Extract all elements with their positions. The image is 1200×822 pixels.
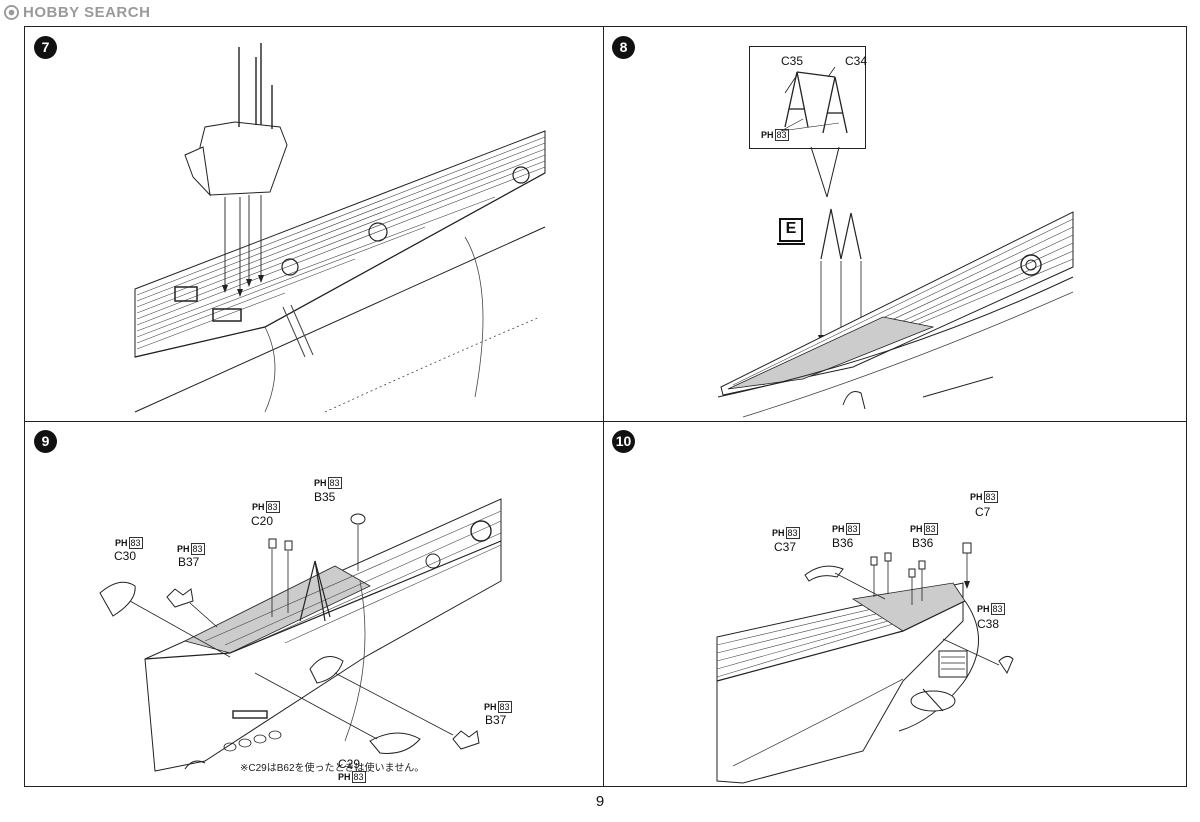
step-9-illustration	[99, 498, 502, 772]
part-label-c7: C7	[975, 505, 991, 519]
part-label-b35: B35	[314, 490, 336, 504]
step-8-illustration	[717, 66, 1074, 418]
part-label-c30: C30	[114, 549, 137, 563]
step-7-number: 7	[34, 36, 57, 59]
instruction-grid: 7	[24, 26, 1187, 787]
step-7-panel: 7	[25, 27, 604, 422]
step-10-number: 10	[612, 430, 635, 453]
assembly-note: ※C29はB62を使ったときは使いません。	[240, 763, 425, 774]
part-label-c37: C37	[774, 540, 797, 554]
e-mark-icon: E	[777, 218, 805, 245]
step-9-number: 9	[34, 430, 57, 453]
step-9-panel: 9	[25, 421, 604, 786]
part-label-b37-left: B37	[178, 555, 200, 569]
part-label-c35: C35	[781, 54, 804, 68]
part-label-c34: C34	[845, 54, 868, 68]
step-7-illustration	[134, 43, 546, 413]
step-8-number: 8	[612, 36, 635, 59]
part-label-c38: C38	[977, 617, 1000, 631]
page-number: 9	[595, 793, 605, 810]
part-label-c29: C29	[338, 757, 361, 771]
logo-icon	[4, 5, 19, 20]
part-label-b36-left: B36	[832, 536, 854, 550]
part-label-c20: C20	[251, 514, 274, 528]
step-10-panel: 10	[603, 421, 1186, 786]
watermark: HOBBY SEARCH	[4, 4, 150, 21]
watermark-text: HOBBY SEARCH	[23, 4, 151, 21]
step-10-illustration	[716, 542, 1014, 784]
step-8-panel: 8	[603, 27, 1186, 422]
part-label-b36-right: B36	[912, 536, 934, 550]
part-label-b37-right: B37	[485, 713, 507, 727]
